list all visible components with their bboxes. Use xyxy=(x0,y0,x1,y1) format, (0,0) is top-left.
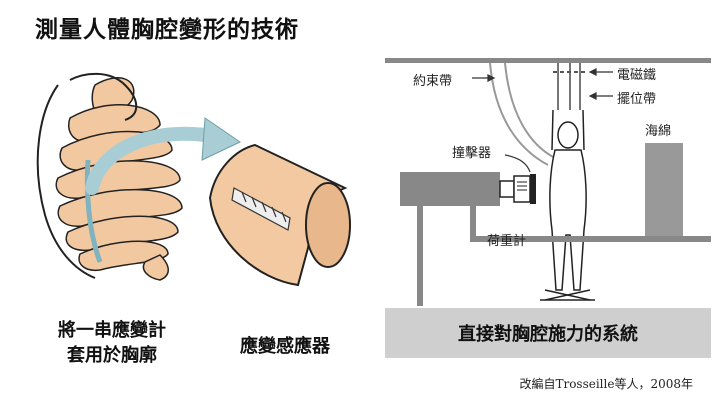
strain-gauge-caption: 將一串應變計 套用於胸廓 xyxy=(32,318,192,368)
electromagnet-label: 電磁鐵 xyxy=(617,68,657,83)
sponge-label: 海綿 xyxy=(645,124,672,139)
position-strap-label: 擺位帶 xyxy=(617,92,657,107)
page-title: 測量人體胸腔變形的技術 xyxy=(35,17,299,43)
impactor-label: 撞擊器 xyxy=(452,146,492,161)
load-cell-label: 荷重計 xyxy=(487,234,527,249)
strain-gauge-caption-line2: 套用於胸廓 xyxy=(67,345,157,366)
source-credit: 改編自Trosseille等人，2008年 xyxy=(519,377,693,391)
strain-sensor-illustration xyxy=(208,143,351,287)
restraint-strap-label: 約束帶 xyxy=(413,74,453,89)
system-caption: 直接對胸腔施力的系統 xyxy=(458,324,638,345)
sensor-caption: 應變感應器 xyxy=(240,336,330,357)
test-apparatus xyxy=(385,58,711,358)
curved-arrow-icon xyxy=(85,117,242,195)
strain-gauge-caption-line1: 將一串應變計 xyxy=(58,320,166,341)
ribcage-illustration xyxy=(36,72,183,281)
